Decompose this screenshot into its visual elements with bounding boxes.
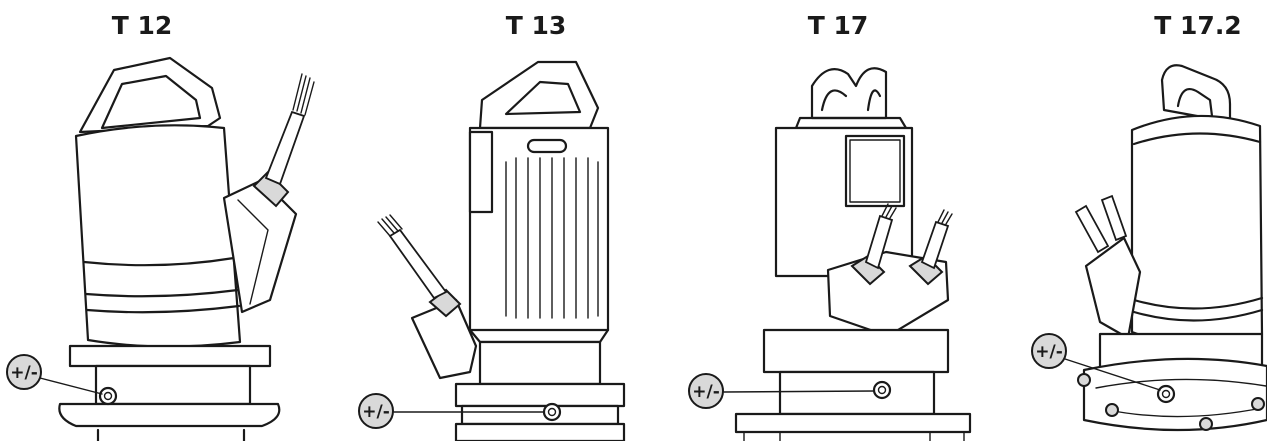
pump-t13-handle	[478, 60, 600, 130]
pump-t17-2-bolts	[1077, 373, 1265, 431]
pump-t12-band-1	[82, 256, 236, 267]
pump-t17-screw	[872, 380, 892, 400]
pump-t17-title: T 17	[808, 11, 869, 40]
pump-t17-2-cable-left	[1074, 204, 1110, 254]
pump-t13-screw	[542, 402, 562, 422]
pump-t17-callout-label: +/-	[692, 382, 720, 402]
pump-t12-band-2	[84, 288, 240, 298]
pump-t12-gland-edge	[237, 199, 269, 305]
pump-t17-2-motor-body	[1130, 114, 1264, 346]
pump-t17-lower-housing	[762, 328, 950, 374]
pump-t12-callout-label: +/-	[10, 363, 38, 383]
pump-t12-band-3	[85, 304, 241, 314]
pump-t13-foot	[454, 422, 626, 441]
pump-t13-cable	[388, 228, 448, 300]
pump-t17-2-top-band	[1132, 132, 1262, 146]
pump-t17-2-stand	[1082, 357, 1267, 432]
pump-t13-nameplate-slot	[526, 138, 568, 154]
pump-t13-handle-grip	[504, 80, 582, 116]
pump-t17-gland-right	[908, 209, 953, 286]
pump-t12-cable	[264, 110, 306, 186]
pump-t12-neck	[94, 364, 252, 406]
pump-t17-callout-circle	[688, 373, 724, 409]
pump-t17-2-gland-block	[1084, 236, 1142, 340]
pump-t12-motor-body	[74, 124, 242, 348]
pump-t17-foot-legs	[743, 431, 965, 441]
pump-t17-nameplate-inner	[849, 139, 901, 203]
pump-t17-2-callout-label: +/-	[1035, 342, 1063, 362]
pump-t13-lower-housing	[478, 340, 602, 386]
pump-t13-lower-shoulder	[468, 328, 610, 344]
pump-t12-leader	[39, 377, 103, 395]
pump-t17-screw-inner	[877, 385, 887, 395]
pump-t13-screw-inner	[547, 407, 557, 417]
pump-t12-callout-circle	[6, 354, 42, 390]
pump-t13-cable-wires	[377, 214, 403, 237]
pump-t13-fins	[505, 157, 599, 319]
pump-t13-callout-circle	[358, 393, 394, 429]
pump-t17: T 17 +/-	[688, 11, 972, 441]
pump-t17-2-band-2	[1132, 308, 1264, 322]
pump-t12-title: T 12	[112, 11, 173, 40]
pump-t17-2-handle	[1160, 64, 1232, 124]
pump-t13-terminal-box	[468, 130, 494, 214]
pump-t17-nameplate	[844, 134, 906, 208]
pump-t12-screw	[98, 386, 118, 406]
pump-t13-callout-label: +/-	[362, 402, 390, 422]
pump-t17-2-screw-inner	[1161, 389, 1171, 399]
pump-t12-foot	[58, 402, 281, 428]
pump-t17-lifting-eye-inner	[820, 89, 882, 112]
pump-t17-top-rim	[794, 116, 908, 130]
pump-t17-lifting-eye	[810, 67, 888, 120]
pump-t13-title: T 13	[506, 11, 567, 40]
pump-t12: T 12 +/-	[6, 11, 315, 441]
pump-t17-2-title: T 17.2	[1154, 11, 1241, 40]
pump-t17-2-screw	[1156, 384, 1176, 404]
pump-t17-2-cable-right	[1100, 194, 1128, 242]
pump-t17-2: T 17.2 +/-	[1031, 11, 1267, 432]
pump-t12-handle-grip	[100, 74, 202, 130]
pump-t17-leader	[723, 390, 875, 393]
pump-t12-flange	[68, 344, 272, 368]
pump-t12-gland-nut	[252, 170, 290, 208]
pump-t17-2-callout-circle	[1031, 333, 1067, 369]
pump-t17-2-handle-grip	[1176, 88, 1214, 118]
pump-t13-base-ring	[460, 404, 620, 426]
pump-t17-2-stand-edges	[1095, 378, 1267, 418]
pump-t17-flange	[734, 412, 972, 434]
pump-t17-neck	[778, 370, 936, 416]
pump-t13: T 13 +/-	[358, 11, 626, 441]
pump-t17-2-band-1	[1132, 296, 1264, 310]
pump-t12-cable-wires	[292, 73, 315, 116]
pump-t17-gland-left	[850, 203, 897, 286]
pump-t13-flange	[454, 382, 626, 408]
pump-t12-foot-legs	[96, 428, 246, 441]
pump-t12-screw-inner	[103, 391, 113, 401]
pump-t17-2-leader	[1061, 357, 1161, 391]
pump-t12-handle	[78, 56, 222, 134]
